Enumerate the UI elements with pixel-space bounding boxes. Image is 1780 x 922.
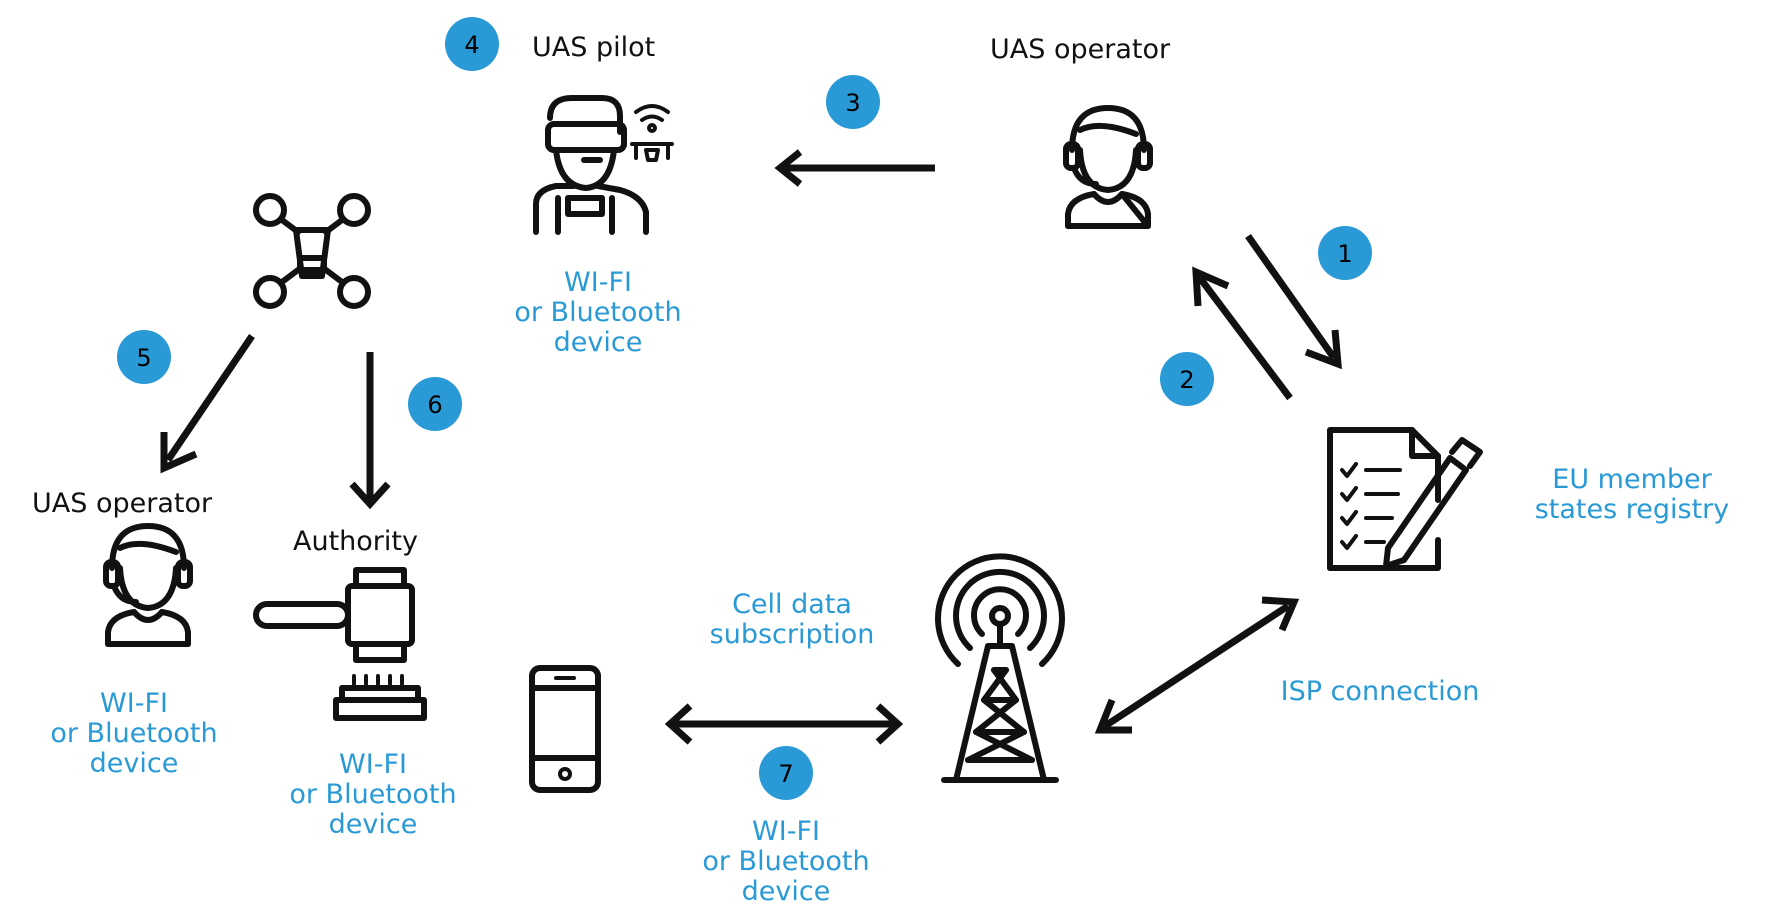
uas-operator-left-label: UAS operator — [32, 488, 213, 519]
svg-text:subscription: subscription — [710, 619, 875, 650]
arrow-5 — [160, 334, 255, 474]
svg-text:device: device — [329, 809, 418, 840]
cell-tower-icon — [935, 553, 1065, 783]
svg-text:6: 6 — [427, 391, 442, 419]
authority-wifi-label: WI-FI or Bluetooth device — [289, 749, 456, 840]
svg-text:device: device — [742, 876, 831, 907]
svg-text:Cell data: Cell data — [732, 589, 852, 620]
svg-text:EU member: EU member — [1552, 464, 1712, 495]
svg-text:5: 5 — [136, 344, 151, 372]
arrow-3 — [774, 149, 935, 187]
step-badge-6: 6 — [408, 377, 462, 431]
operator-headset-icon — [1063, 105, 1153, 229]
gavel-icon — [253, 567, 427, 721]
svg-text:or Bluetooth: or Bluetooth — [50, 718, 217, 749]
step-badge-3: 3 — [826, 75, 880, 129]
document-pen-icon — [1327, 427, 1483, 571]
arrow-6 — [349, 352, 391, 510]
svg-text:2: 2 — [1179, 366, 1194, 394]
step-badge-1: 1 — [1318, 226, 1372, 280]
uas-operator-top-label: UAS operator — [990, 34, 1171, 65]
svg-text:7: 7 — [778, 760, 793, 788]
phone-wifi-label: WI-FI or Bluetooth device — [702, 816, 869, 907]
svg-text:4: 4 — [464, 31, 479, 59]
svg-text:device: device — [554, 327, 643, 358]
isp-connection-label: ISP connection — [1281, 676, 1480, 707]
operator-headset-icon — [103, 523, 193, 647]
arrow-1 — [1245, 233, 1342, 370]
svg-text:device: device — [90, 748, 179, 779]
svg-text:WI-FI: WI-FI — [564, 267, 632, 298]
uas-pilot-label: UAS pilot — [532, 32, 655, 63]
svg-text:or Bluetooth: or Bluetooth — [702, 846, 869, 877]
pilot-wifi-label: WI-FI or Bluetooth device — [514, 267, 681, 358]
step-badge-5: 5 — [117, 330, 171, 384]
arrow-2 — [1192, 266, 1293, 401]
arrow-7 — [664, 703, 904, 745]
step-badge-7: 7 — [759, 746, 813, 800]
svg-text:WI-FI: WI-FI — [339, 749, 407, 780]
drone-icon — [253, 193, 371, 309]
step-badge-4: 4 — [445, 17, 499, 71]
operator-left-wifi-label: WI-FI or Bluetooth device — [50, 688, 217, 779]
svg-text:states registry: states registry — [1535, 494, 1730, 525]
svg-text:1: 1 — [1337, 240, 1352, 268]
registry-label: EU member states registry — [1535, 464, 1730, 525]
svg-text:or Bluetooth: or Bluetooth — [289, 779, 456, 810]
svg-text:3: 3 — [845, 89, 860, 117]
svg-text:or Bluetooth: or Bluetooth — [514, 297, 681, 328]
svg-text:WI-FI: WI-FI — [100, 688, 168, 719]
arrow-isp — [1094, 596, 1300, 734]
smartphone-icon — [529, 665, 601, 793]
step-badge-2: 2 — [1160, 352, 1214, 406]
cell-data-label: Cell data subscription — [710, 589, 875, 650]
svg-text:WI-FI: WI-FI — [752, 816, 820, 847]
authority-label: Authority — [293, 526, 418, 557]
pilot-icon — [533, 95, 674, 235]
